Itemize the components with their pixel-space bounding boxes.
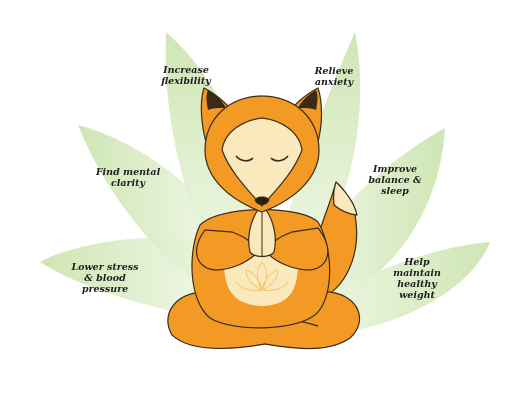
fox-tail-tip <box>333 181 358 216</box>
fox <box>167 87 360 350</box>
benefit-balance-sleep: Improve balance & sleep <box>368 164 422 197</box>
lotus-icon <box>235 261 289 291</box>
benefit-mental-clarity: Find mental clarity <box>95 167 161 189</box>
fox-nose <box>254 196 270 206</box>
fox-right-arm <box>265 227 329 271</box>
benefit-flexibility: Increase flexibility <box>161 65 211 87</box>
fox-right-ear-inner <box>298 90 318 110</box>
fox-right-eye <box>270 155 289 162</box>
benefit-healthy-weight: Help maintain healthy weight <box>393 257 441 301</box>
fox-left-ear-inner <box>206 90 226 110</box>
fox-left-arm <box>195 229 259 271</box>
fox-left-eye <box>235 155 254 162</box>
fox-face <box>221 117 303 207</box>
benefit-anxiety: Relieve anxiety <box>314 66 354 88</box>
benefit-stress-blood-pressure: Lower stress & blood pressure <box>71 262 139 295</box>
